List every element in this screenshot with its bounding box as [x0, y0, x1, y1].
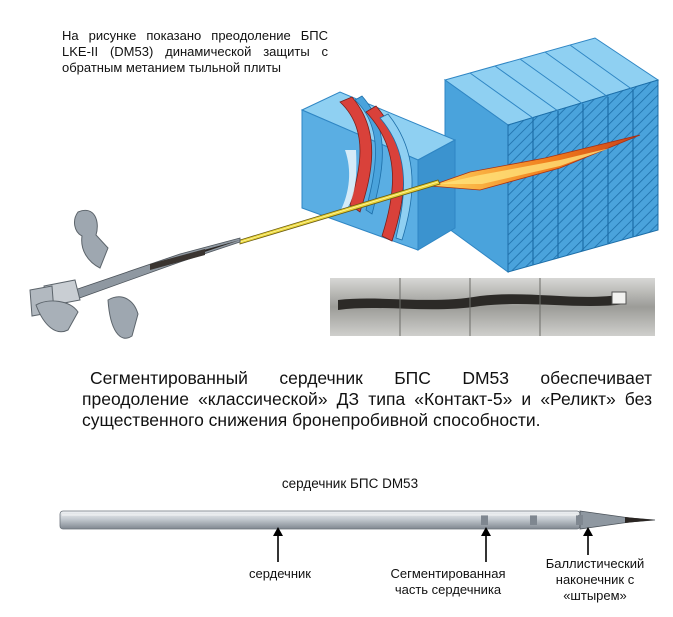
armor-block — [443, 37, 660, 273]
segmented-part-label: Сегментированная часть сердечника — [390, 566, 506, 597]
ballistic-tip-label: Баллистический наконечник с «штырем» — [545, 556, 645, 603]
top-caption: На рисунке показано преодоление БПС LKE-… — [62, 28, 328, 75]
rod-title-label: сердечник БПС DM53 — [281, 476, 419, 491]
main-caption-line-2: преодоление «классической» ДЗ типа «Конт… — [82, 389, 652, 409]
main-caption-line-3: существенного снижения бронепробивной сп… — [82, 410, 541, 430]
penetrator-rod — [239, 179, 441, 245]
sample-section-photo — [330, 278, 655, 336]
sabot-petals — [35, 209, 139, 339]
penetration-jet — [429, 134, 641, 191]
era-block — [300, 91, 457, 251]
main-caption-line-1: Сегментированный сердечник БПС DM53 обес… — [90, 368, 652, 388]
main-caption: Сегментированный сердечник БПС DM53 обес… — [82, 368, 652, 431]
core-label: сердечник — [249, 566, 311, 581]
rod-diagram — [59, 510, 656, 562]
